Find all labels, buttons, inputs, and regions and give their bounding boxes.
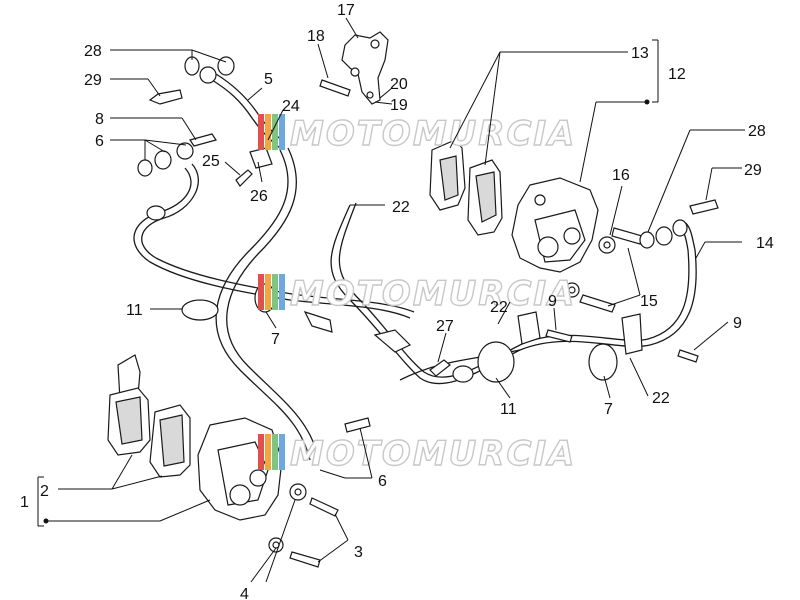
callout-1: 1 (20, 494, 29, 511)
upper-right-caliper-assembly (429, 139, 616, 298)
callout-6: 6 (378, 473, 387, 490)
callout-27: 27 (436, 318, 454, 335)
callout-9: 9 (548, 293, 557, 310)
washers-and-clamps (137, 56, 688, 383)
callout-3: 3 (354, 544, 363, 561)
callout-29: 29 (744, 162, 762, 179)
callout-14: 14 (756, 235, 774, 252)
callout-4: 4 (240, 586, 249, 600)
brake-hoses (133, 73, 697, 461)
callout-2: 2 (40, 483, 49, 500)
watermark-text: MOTOMURCIA (290, 274, 576, 314)
bolts (148, 79, 719, 568)
leader-lines (37, 17, 745, 583)
callout-labels: 28 29 5 24 8 6 25 26 17 18 20 19 13 12 2… (20, 2, 774, 600)
callout-6: 6 (95, 133, 104, 150)
callout-7: 7 (271, 331, 280, 348)
callout-13: 13 (631, 45, 649, 62)
callout-5: 5 (264, 71, 273, 88)
callout-11: 11 (500, 401, 517, 418)
callout-20: 20 (390, 76, 408, 93)
callout-22: 22 (392, 199, 410, 216)
callout-22: 22 (652, 390, 670, 407)
callout-24: 24 (282, 98, 300, 115)
callout-22: 22 (490, 299, 508, 316)
callout-28: 28 (84, 43, 102, 60)
bracket-17 (341, 31, 389, 105)
watermark-text: MOTOMURCIA (290, 434, 576, 474)
callout-15: 15 (640, 293, 658, 310)
callout-12: 12 (668, 66, 686, 83)
callout-29: 29 (84, 72, 102, 89)
callout-7: 7 (604, 401, 613, 418)
callout-26: 26 (250, 188, 268, 205)
callout-9: 9 (733, 315, 742, 332)
callout-8: 8 (95, 111, 104, 128)
callout-17: 17 (337, 2, 355, 19)
callout-18: 18 (307, 28, 325, 45)
callout-16: 16 (612, 167, 630, 184)
watermark-text: MOTOMURCIA (290, 114, 576, 154)
callout-19: 19 (390, 97, 408, 114)
callout-25: 25 (202, 153, 220, 170)
callout-28: 28 (748, 123, 766, 140)
callout-11: 11 (126, 302, 143, 319)
watermark: MOTOMURCIA MOTOMURCIA MOTOMURCIA (258, 113, 576, 475)
